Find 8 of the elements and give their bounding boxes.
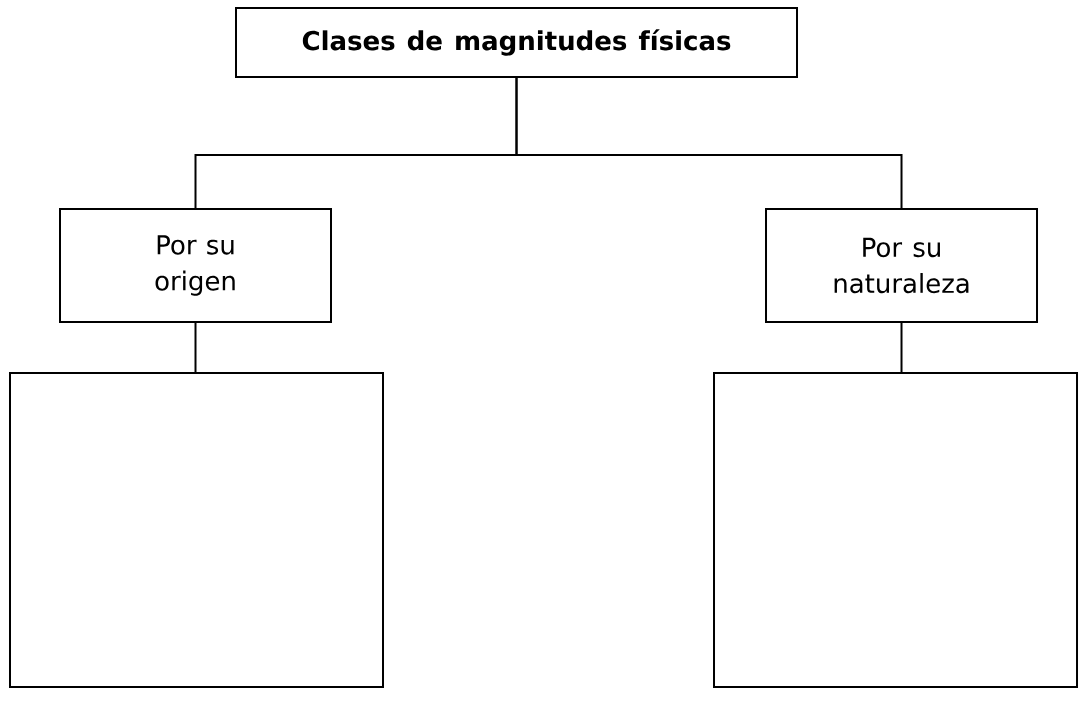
connector-line (194, 322, 197, 373)
category-box: Por su origen (59, 208, 332, 323)
connector-line (900, 322, 903, 373)
title-box: Clases de magnitudes físicas (235, 7, 798, 78)
category-box: Por su naturaleza (765, 208, 1038, 323)
connector-line (515, 77, 903, 209)
empty-box (713, 372, 1078, 688)
empty-box (9, 372, 384, 688)
